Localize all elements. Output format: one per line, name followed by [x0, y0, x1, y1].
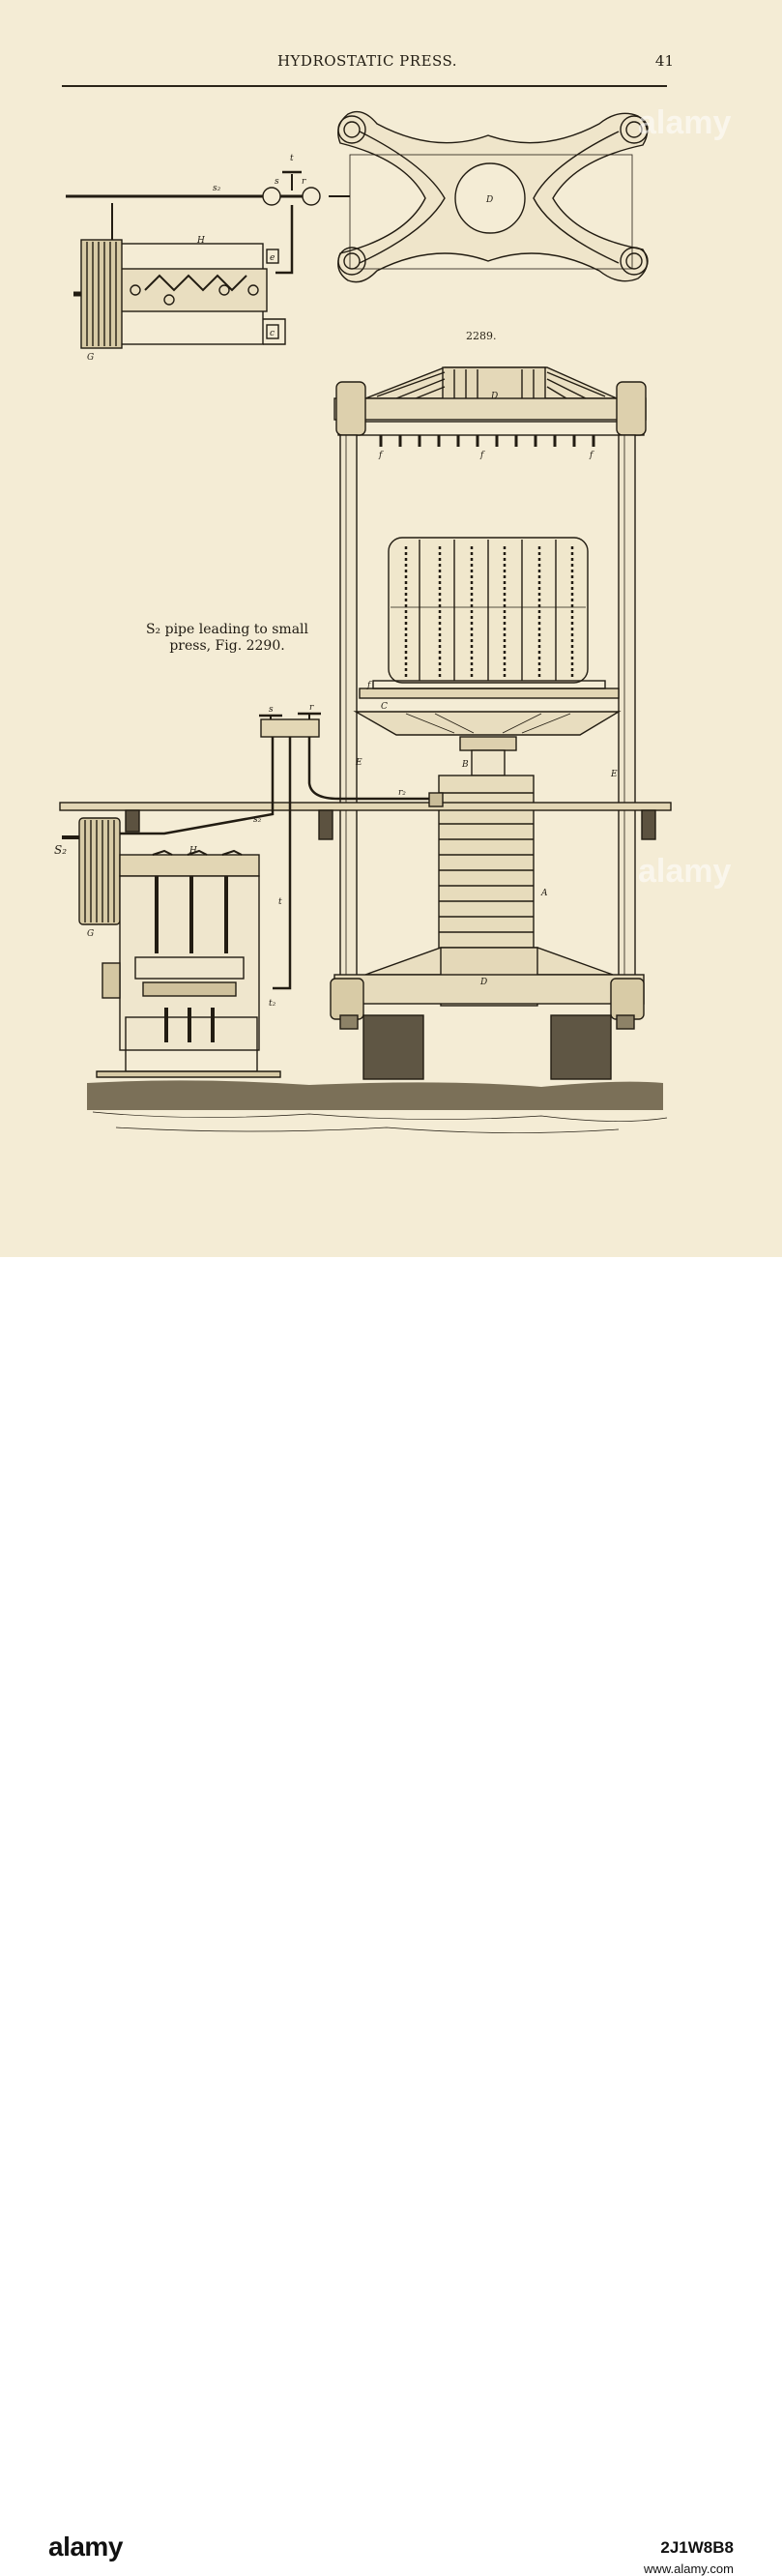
page-number: 41: [654, 52, 674, 70]
press-elevation: [59, 366, 672, 1133]
label-f3: f: [589, 451, 594, 460]
label-E-left: E: [355, 758, 362, 768]
label-head-D: D: [490, 392, 498, 401]
label-r: r: [309, 703, 314, 713]
site-url: www.alamy.com: [644, 2561, 734, 2576]
label-s2: s₂: [253, 815, 262, 825]
label-s: s: [269, 705, 274, 715]
label-top-G: G: [87, 353, 94, 363]
watermark: alamy: [638, 104, 732, 141]
label-top-s: s: [275, 177, 279, 187]
header-rule: [62, 85, 667, 87]
caption-line-1: S₂ pipe leading to small: [145, 622, 309, 637]
label-B: B: [461, 760, 469, 770]
watermark: alamy: [638, 853, 732, 890]
top-plan-view: [66, 110, 649, 349]
label-H: H: [188, 846, 197, 856]
label-A: A: [540, 889, 548, 898]
label-top-r: r: [302, 177, 306, 187]
running-head: HYDROSTATIC PRESS.: [276, 52, 458, 70]
label-r2: r₂: [398, 788, 406, 798]
label-top-H: H: [196, 236, 205, 246]
label-C: C: [381, 702, 388, 712]
label-base-D: D: [479, 978, 487, 987]
label-f-platen: f: [366, 681, 372, 690]
label-G: G: [87, 929, 94, 939]
alamy-logo: alamy: [48, 2532, 123, 2561]
image-id: 2J1W8B8: [660, 2538, 734, 2557]
label-top-s2: s₂: [213, 184, 221, 193]
label-top-e: e: [270, 253, 275, 263]
label-t: t: [278, 897, 282, 907]
label-top-D: D: [485, 195, 493, 205]
label-S2: S₂: [54, 843, 67, 857]
label-f2: f: [479, 451, 485, 460]
book-page: HYDROSTATIC PRESS. 41: [0, 0, 782, 1257]
stock-footer-bar: alamy 2J1W8B8 www.alamy.com: [0, 1257, 782, 2576]
caption-line-2: press, Fig. 2290.: [169, 638, 285, 654]
figure-caption: S₂ pipe leading to small press, Fig. 229…: [135, 622, 319, 655]
label-E-right: E: [610, 770, 618, 779]
engraving: s₂ t s r H G D e c D f f f f C B E E r₂ …: [54, 110, 672, 1133]
label-top-t: t: [290, 154, 294, 163]
label-f1: f: [378, 451, 384, 460]
label-top-c: c: [270, 329, 275, 338]
figure-number: 2289.: [466, 330, 497, 342]
label-t2: t₂: [269, 999, 276, 1009]
